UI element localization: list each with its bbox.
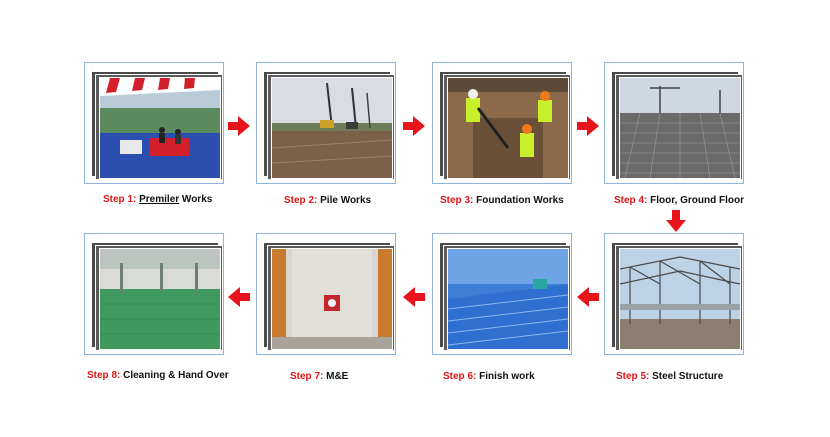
- step-5-card: [604, 233, 744, 355]
- finish-work-photo: [447, 248, 569, 350]
- step-6-card: [432, 233, 572, 355]
- arrow-right-icon: [577, 116, 599, 136]
- arrow-down-icon: [666, 210, 686, 232]
- step-3-caption: Step 3: Foundation Works: [440, 195, 564, 206]
- arrow-left-icon: [577, 287, 599, 307]
- premier-works-photo: [99, 77, 221, 179]
- step-7-card: [256, 233, 396, 355]
- step-2-card: [256, 62, 396, 184]
- arrow-right-icon: [403, 116, 425, 136]
- arrow-right-icon: [228, 116, 250, 136]
- step-4-caption: Step 4: Floor, Ground Floor: [614, 195, 745, 206]
- foundation-works-photo: [447, 77, 569, 179]
- step-8-card: [84, 233, 224, 355]
- step-4-card: [604, 62, 744, 184]
- step-6-caption: Step 6: Finish work: [443, 371, 535, 382]
- step-3-card: [432, 62, 572, 184]
- cleaning-photo: [99, 248, 221, 350]
- step-5-caption: Step 5: Steel Structure: [616, 371, 724, 382]
- arrow-left-icon: [228, 287, 250, 307]
- step-8-caption: Step 8: Cleaning & Hand Over: [87, 370, 229, 381]
- mne-photo: [271, 248, 393, 350]
- step-7-caption: Step 7: M&E: [290, 371, 349, 382]
- floor-photo: [619, 77, 741, 179]
- steel-structure-photo: [619, 248, 741, 350]
- pile-works-photo: [271, 77, 393, 179]
- step-2-caption: Step 2: Pile Works: [284, 195, 372, 206]
- step-1-card: [84, 62, 224, 184]
- arrow-left-icon: [403, 287, 425, 307]
- step-1-caption: Step 1: Premiler Works: [103, 194, 213, 205]
